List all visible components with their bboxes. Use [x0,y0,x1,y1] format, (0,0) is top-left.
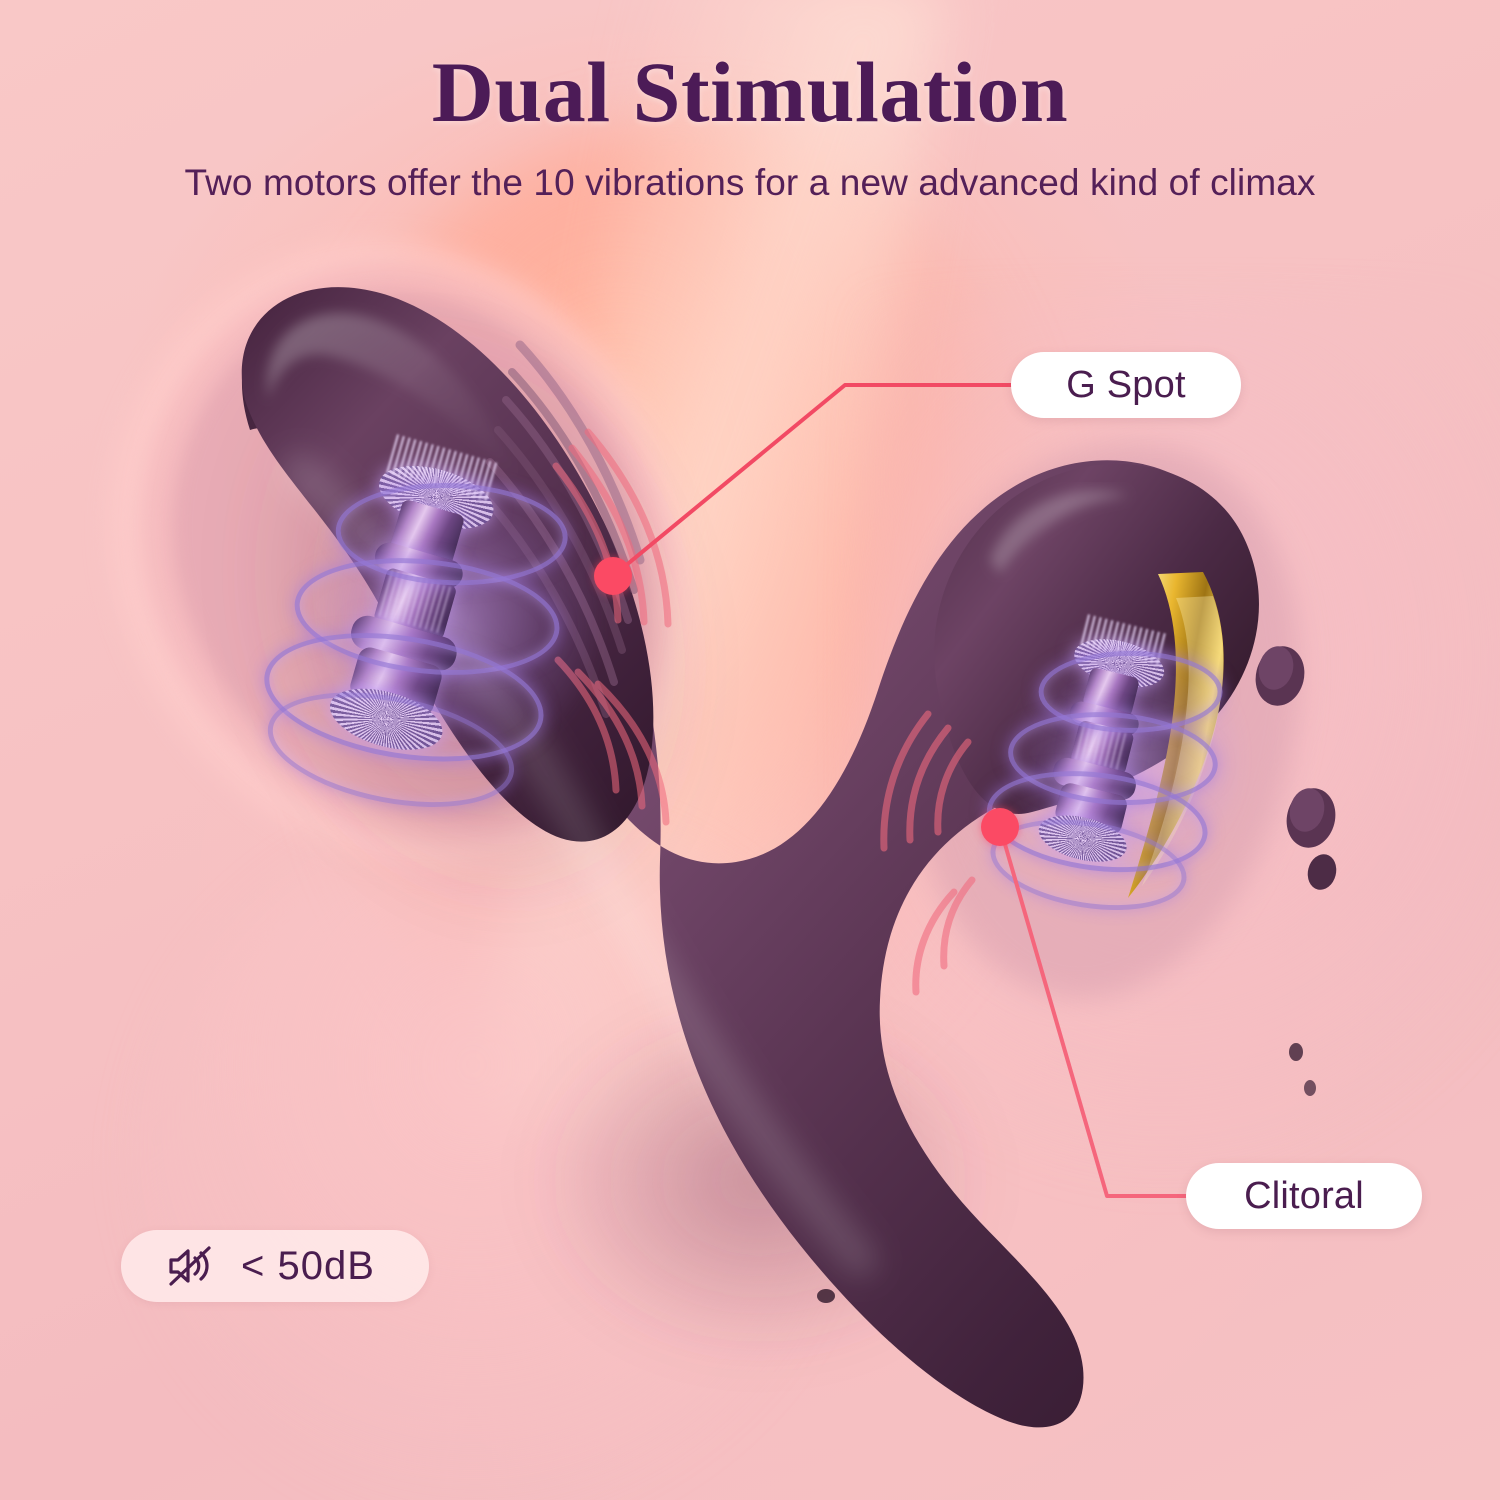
noise-level-badge: < 50dB [121,1230,429,1302]
callout-label-g-spot[interactable]: G Spot [1011,352,1241,418]
noise-level-text: < 50dB [241,1243,375,1288]
mute-speaker-icon [165,1243,215,1289]
callout-label-g-spot-text: G Spot [1066,363,1186,406]
page-subtitle: Two motors offer the 10 vibrations for a… [184,162,1316,203]
callout-label-clitoral-text: Clitoral [1244,1174,1364,1217]
hotspot-dot-clitoral[interactable] [981,808,1019,846]
callout-label-clitoral[interactable]: Clitoral [1186,1163,1422,1229]
hotspot-dot-g-spot[interactable] [594,557,632,595]
page-title: Dual Stimulation [431,44,1069,140]
